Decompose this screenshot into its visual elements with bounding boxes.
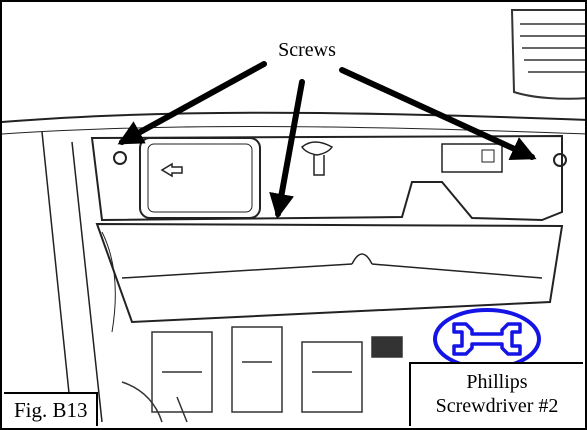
dashboard-top-edge (2, 111, 585, 135)
callout-arrows (117, 61, 537, 219)
screws-callout-label: Screws (268, 38, 346, 62)
figure-caption: Fig. B13 (4, 392, 98, 426)
air-vent (510, 9, 585, 100)
tool-name-line2: Screwdriver #2 (435, 395, 559, 417)
lower-trim (41, 131, 564, 423)
required-tool-box: Phillips Screwdriver #2 (409, 362, 583, 426)
glovebox-panel (90, 134, 567, 222)
tool-name-line1: Phillips (466, 371, 528, 393)
underdash-components (121, 326, 403, 423)
